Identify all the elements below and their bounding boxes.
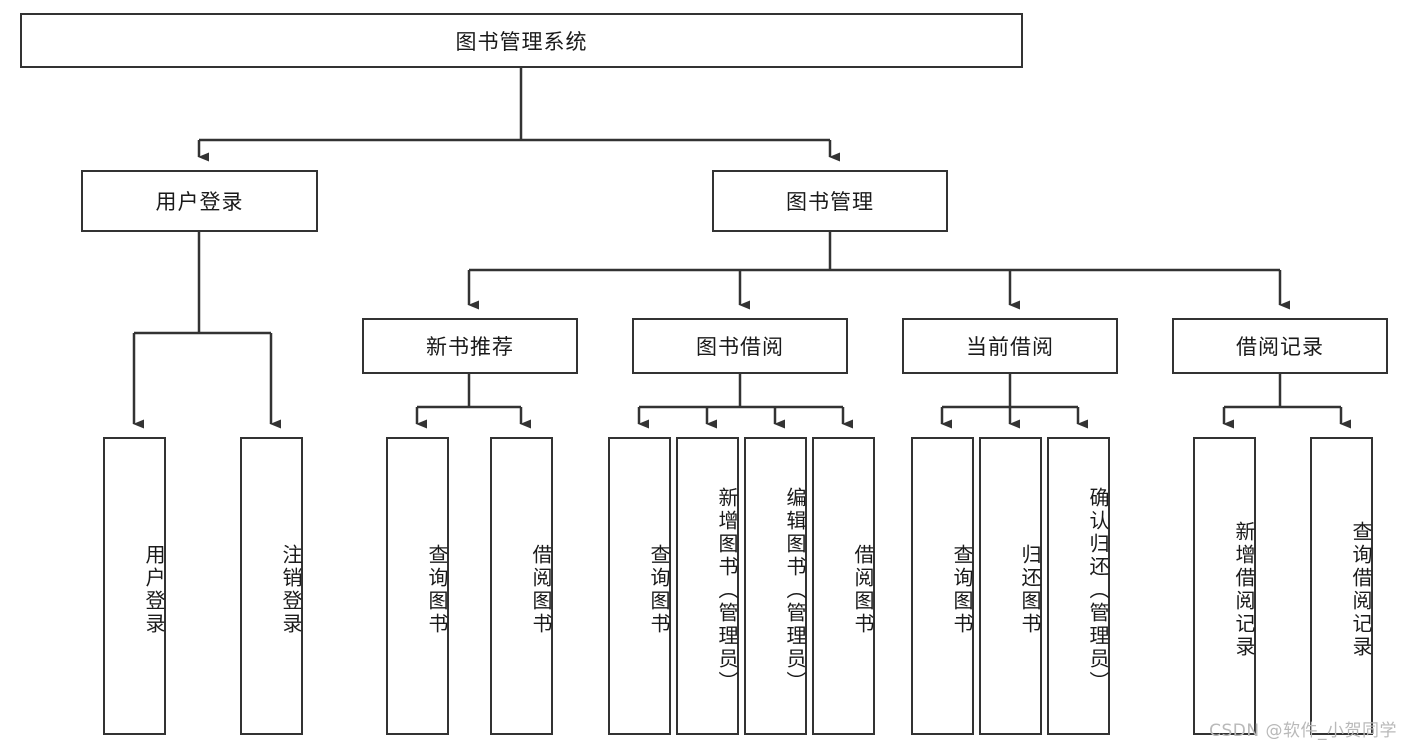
leaf-borrow-add-book-label: 新增图书（管理员） xyxy=(715,486,739,694)
leaf-record-query-label: 查询借阅记录 xyxy=(1349,521,1373,659)
leaf-user-login-signin-label: 用户登录 xyxy=(142,544,166,636)
leaf-new-book-query[interactable]: 查询图书 xyxy=(386,437,449,735)
leaf-current-query-book-label: 查询图书 xyxy=(950,544,974,636)
node-book-borrow[interactable]: 图书借阅 xyxy=(632,318,848,374)
node-root-system-label: 图书管理系统 xyxy=(455,29,588,54)
leaf-new-book-borrow-label: 借阅图书 xyxy=(529,544,553,636)
leaf-current-return-book-label: 归还图书 xyxy=(1018,544,1042,636)
node-current-borrow[interactable]: 当前借阅 xyxy=(902,318,1118,374)
node-borrow-record-label: 借阅记录 xyxy=(1236,335,1324,359)
leaf-borrow-edit-book[interactable]: 编辑图书（管理员） xyxy=(744,437,807,735)
node-current-borrow-label: 当前借阅 xyxy=(966,335,1054,359)
node-user-login[interactable]: 用户登录 xyxy=(81,170,318,232)
leaf-borrow-query-book-label: 查询图书 xyxy=(647,544,671,636)
leaf-current-query-book[interactable]: 查询图书 xyxy=(911,437,974,735)
leaf-borrow-edit-book-label: 编辑图书（管理员） xyxy=(783,486,807,694)
leaf-current-return-book[interactable]: 归还图书 xyxy=(979,437,1042,735)
leaf-user-login-signout[interactable]: 注销登录 xyxy=(240,437,303,735)
leaf-new-book-query-label: 查询图书 xyxy=(425,544,449,636)
leaf-user-login-signout-label: 注销登录 xyxy=(279,544,303,636)
leaf-borrow-query-book[interactable]: 查询图书 xyxy=(608,437,671,735)
node-root-system[interactable]: 图书管理系统 xyxy=(20,13,1023,68)
node-new-book-recommend-label: 新书推荐 xyxy=(426,335,514,359)
leaf-record-add[interactable]: 新增借阅记录 xyxy=(1193,437,1256,735)
leaf-current-confirm-return-label: 确认归还（管理员） xyxy=(1086,486,1110,694)
leaf-borrow-borrow-book[interactable]: 借阅图书 xyxy=(812,437,875,735)
leaf-record-query[interactable]: 查询借阅记录 xyxy=(1310,437,1373,735)
leaf-borrow-add-book[interactable]: 新增图书（管理员） xyxy=(676,437,739,735)
leaf-user-login-signin[interactable]: 用户登录 xyxy=(103,437,166,735)
node-book-management[interactable]: 图书管理 xyxy=(712,170,948,232)
node-new-book-recommend[interactable]: 新书推荐 xyxy=(362,318,578,374)
node-book-management-label: 图书管理 xyxy=(786,190,874,214)
node-borrow-record[interactable]: 借阅记录 xyxy=(1172,318,1388,374)
node-book-borrow-label: 图书借阅 xyxy=(696,335,784,359)
node-user-login-label: 用户登录 xyxy=(155,190,244,214)
leaf-current-confirm-return[interactable]: 确认归还（管理员） xyxy=(1047,437,1110,735)
leaf-record-add-label: 新增借阅记录 xyxy=(1232,521,1256,659)
leaf-borrow-borrow-book-label: 借阅图书 xyxy=(851,544,875,636)
leaf-new-book-borrow[interactable]: 借阅图书 xyxy=(490,437,553,735)
